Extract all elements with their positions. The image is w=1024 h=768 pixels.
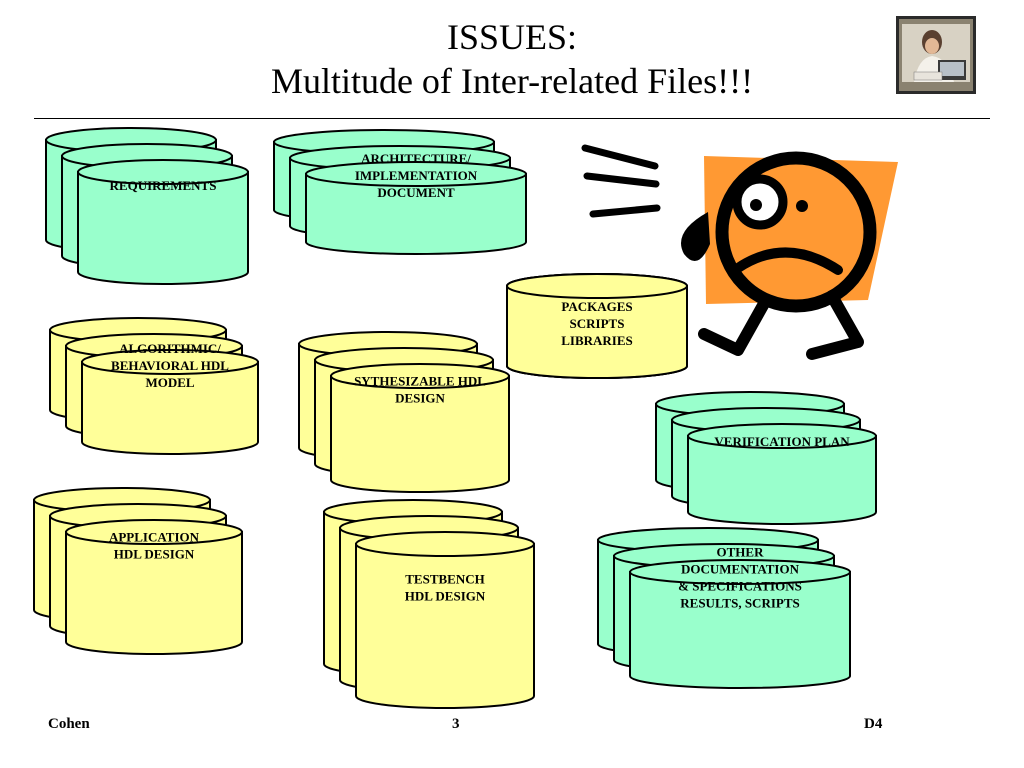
presenter-photo bbox=[896, 16, 976, 94]
panicked-face-icon bbox=[581, 144, 898, 360]
file-stack-architecture: ARCHITECTURE/IMPLEMENTATION DOCUMENT bbox=[273, 129, 527, 255]
file-stack-other: OTHER DOCUMENTATION & SPECIFICATIONS RESULT… bbox=[597, 527, 851, 689]
footer-page-number: 3 bbox=[452, 716, 460, 732]
stack-label-line: VERIFICATION PLAN bbox=[714, 434, 850, 449]
title-divider bbox=[34, 118, 990, 119]
database-cylinder-icon bbox=[355, 531, 535, 709]
stack-label-line: DOCUMENT bbox=[377, 185, 455, 200]
database-cylinder-icon bbox=[330, 363, 510, 493]
database-cylinder-icon bbox=[81, 349, 259, 455]
slide-title: ISSUES: bbox=[446, 17, 578, 57]
file-stack-testbench: TESTBENCH HDL DESIGN bbox=[323, 499, 535, 709]
footer-author: Cohen bbox=[48, 716, 90, 732]
file-stack-algorithmic: ALGORITHMIC/BEHAVIORAL HDL MODEL bbox=[49, 317, 259, 455]
footer-slide-code: D4 bbox=[864, 716, 883, 732]
stack-label-line: DOCUMENTATION bbox=[681, 562, 800, 577]
stack-label-line: LIBRARIES bbox=[561, 333, 633, 348]
stack-label-line: SYTHESIZABLE HDL bbox=[354, 374, 486, 389]
file-stack-packages: PACKAGES SCRIPTS LIBRARIES bbox=[506, 273, 688, 379]
database-cylinder-icon bbox=[305, 161, 527, 255]
database-cylinder-icon bbox=[65, 519, 243, 655]
stack-label-line: IMPLEMENTATION bbox=[355, 168, 478, 183]
stack-label-line: OTHER bbox=[717, 545, 765, 560]
stack-label-line: HDL DESIGN bbox=[405, 589, 486, 604]
stack-label-line: PACKAGES bbox=[561, 299, 632, 314]
stack-label-line: ALGORITHMIC/ bbox=[119, 341, 221, 356]
file-stack-verification: VERIFICATION PLAN bbox=[655, 391, 877, 525]
database-cylinder-icon bbox=[687, 423, 877, 525]
database-cylinder-icon bbox=[629, 559, 851, 689]
stack-label-line: APPLICATION bbox=[109, 530, 200, 545]
stack-label-line: SCRIPTS bbox=[570, 316, 625, 331]
database-cylinder-icon bbox=[506, 273, 688, 379]
slide-subtitle: Multitude of Inter-related Files!!! bbox=[270, 61, 754, 101]
stack-label-line: RESULTS, SCRIPTS bbox=[680, 596, 799, 611]
file-stack-synthesizable: SYTHESIZABLE HDL DESIGN bbox=[298, 331, 510, 493]
stack-label-line: & SPECIFICATIONS bbox=[678, 579, 802, 594]
stack-label-line: HDL DESIGN bbox=[114, 547, 195, 562]
stack-label-line: BEHAVIORAL HDL bbox=[111, 358, 229, 373]
stack-label-line: TESTBENCH bbox=[405, 572, 484, 587]
stack-label-line: DESIGN bbox=[395, 391, 445, 406]
file-stack-application: APPLICATION HDL DESIGN bbox=[33, 487, 243, 655]
file-stack-requirements: REQUIREMENTS bbox=[45, 127, 249, 285]
database-cylinder-icon bbox=[77, 159, 249, 285]
stack-label-line: REQUIREMENTS bbox=[110, 178, 217, 193]
stack-label-line: ARCHITECTURE/ bbox=[361, 151, 471, 166]
stack-label-line: MODEL bbox=[145, 375, 194, 390]
